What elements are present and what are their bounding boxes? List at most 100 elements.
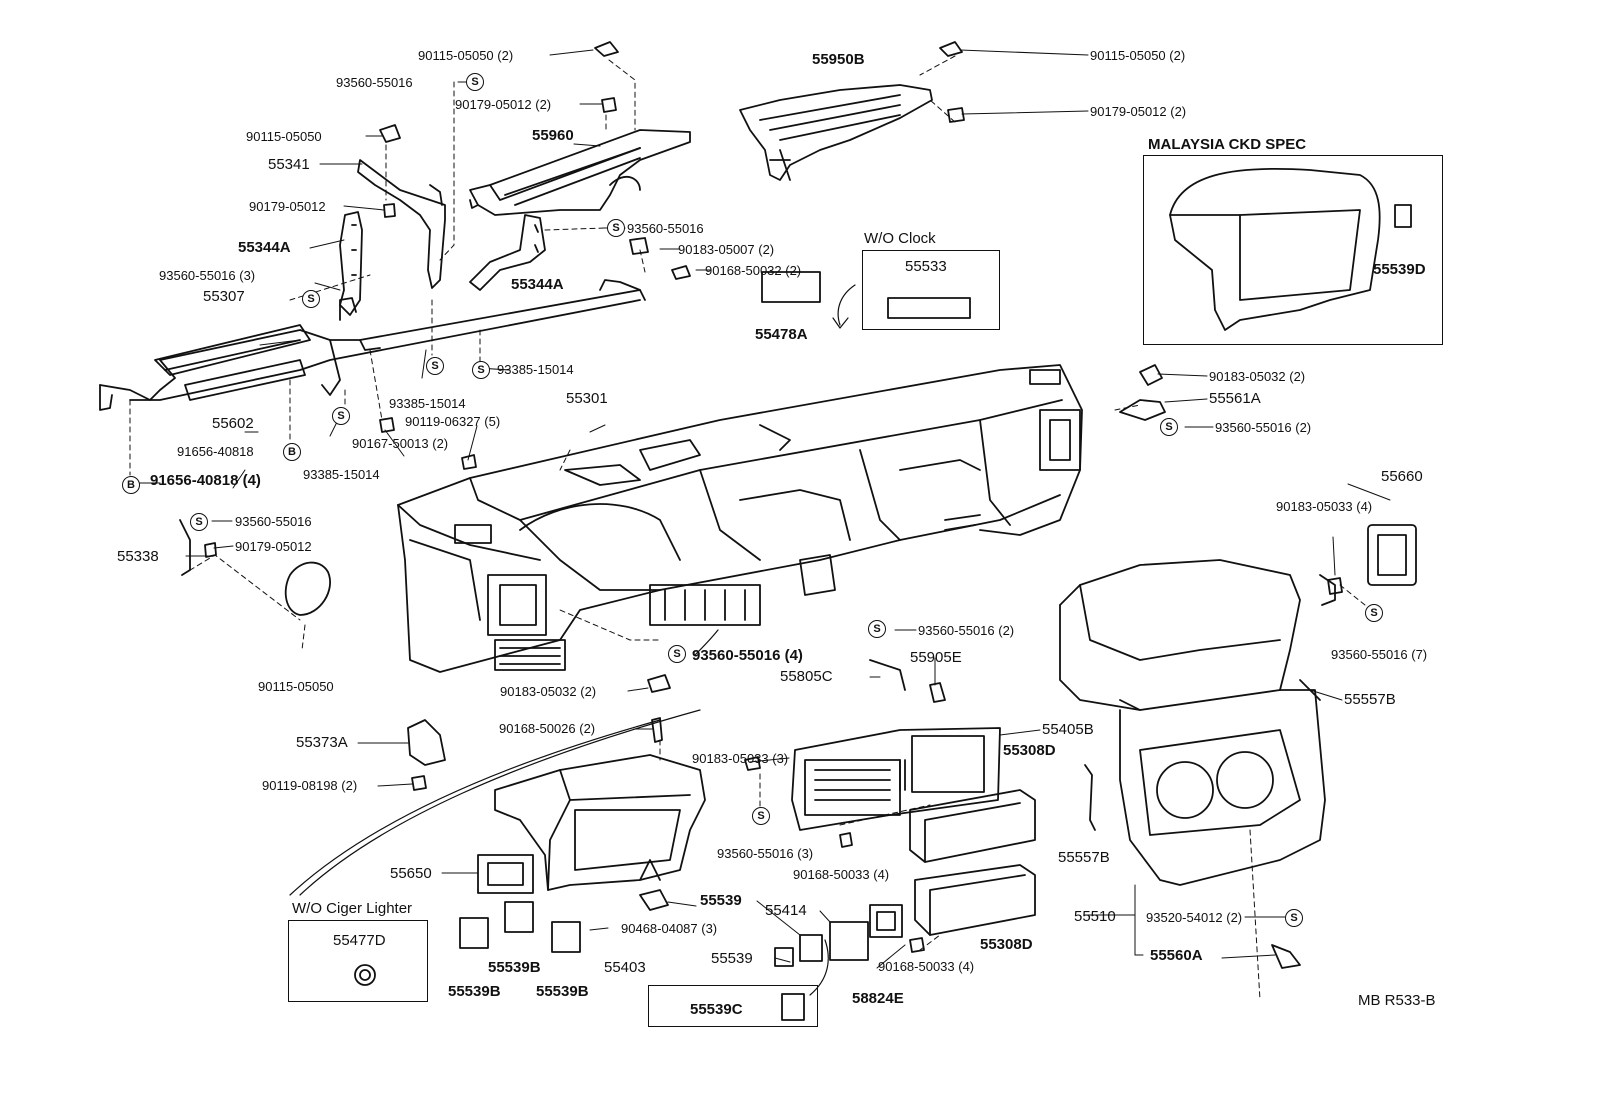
part-label: 90468-04087 (3) — [621, 921, 718, 936]
symbol-s: S — [607, 219, 625, 237]
symbol-s: S — [668, 645, 686, 663]
part-label: 55561A — [1209, 390, 1261, 407]
part-55539c-box — [648, 985, 818, 1027]
part-label: 90115-05050 (2) — [418, 48, 514, 63]
part-label: 90179-05012 (2) — [455, 97, 552, 112]
part-label: 90168-50032 (2) — [705, 263, 802, 278]
part-label: 55557B — [1058, 849, 1110, 866]
part-label: 55301 — [566, 390, 608, 407]
part-label: 90115-05050 (2) — [1090, 48, 1186, 63]
part-label: 55341 — [268, 156, 310, 173]
part-label: 55560A — [1150, 947, 1203, 964]
brackets — [339, 159, 1166, 421]
part-label: 55960 — [532, 127, 574, 144]
diagram-reference-code: MB R533-B — [1358, 992, 1436, 1009]
duct-55950b — [739, 84, 933, 181]
part-label: 90183-05032 (2) — [500, 684, 597, 699]
part-label: 55539B — [536, 983, 589, 1000]
part-label: 90119-08198 (2) — [262, 778, 358, 793]
part-label: 55539B — [448, 983, 501, 1000]
duct-55960 — [469, 129, 691, 216]
part-label: 55805C — [780, 668, 833, 685]
part-label: 55557B — [1344, 691, 1396, 708]
part-label: 55307 — [203, 288, 245, 305]
tray-55308d-lower — [914, 864, 1036, 936]
leader-lines — [123, 49, 1391, 969]
part-label: 55477D — [333, 932, 386, 949]
part-label: 93560-55016 — [336, 75, 413, 90]
symbol-s: S — [190, 513, 208, 531]
part-label: 93560-55016 (3) — [159, 268, 256, 283]
part-label: 93560-55016 (2) — [918, 623, 1015, 638]
part-label: 55308D — [1003, 742, 1056, 759]
small-parts — [179, 41, 1417, 1021]
part-label: 93560-55016 — [627, 221, 704, 236]
part-label: 90179-05012 (2) — [1090, 104, 1187, 119]
part-label: 55539B — [488, 959, 541, 976]
cluster-hood-55403 — [494, 754, 706, 891]
symbol-s: S — [1365, 604, 1383, 622]
part-label: 55539 — [700, 892, 742, 909]
part-label: 55533 — [905, 258, 947, 275]
part-label: 91656-40818 — [177, 444, 254, 459]
part-label: 55344A — [238, 239, 291, 256]
symbol-b: B — [122, 476, 140, 494]
part-label: 55660 — [1381, 468, 1423, 485]
part-label: 90119-06327 (5) — [405, 414, 501, 429]
part-label: 58824E — [852, 990, 904, 1007]
part-label: 90167-50013 (2) — [352, 436, 449, 451]
symbol-s: S — [332, 407, 350, 425]
part-label: 55308D — [980, 936, 1033, 953]
part-label: 90183-05032 (2) — [1209, 369, 1306, 384]
part-label: 55403 — [604, 959, 646, 976]
part-label: 93560-55016 (3) — [717, 846, 814, 861]
malaysia-cluster — [1169, 167, 1412, 331]
part-label: 55539C — [690, 1001, 743, 1018]
part-label: 90168-50033 (4) — [878, 959, 975, 974]
symbol-b: B — [283, 443, 301, 461]
part-label: 55344A — [511, 276, 564, 293]
symbol-s: S — [472, 361, 490, 379]
part-label: 55414 — [765, 902, 807, 919]
part-label: 90183-05033 (4) — [1276, 499, 1373, 514]
part-label: 91656-40818 (4) — [150, 472, 261, 489]
symbol-s: S — [1285, 909, 1303, 927]
part-label: 90168-50033 (4) — [793, 867, 890, 882]
symbol-s: S — [466, 73, 484, 91]
part-label: 93560-55016 (2) — [1215, 420, 1312, 435]
part-label: 55950B — [812, 51, 865, 68]
part-label: 90183-05007 (2) — [678, 242, 775, 257]
instrument-panel-55301 — [397, 364, 1083, 673]
part-label: 90168-50026 (2) — [499, 721, 596, 736]
part-label: 55338 — [117, 548, 159, 565]
part-label: 90115-05050 — [246, 129, 322, 144]
heater-control-55405b — [791, 727, 1001, 831]
symbol-s: S — [1160, 418, 1178, 436]
symbol-s: S — [426, 357, 444, 375]
console-55510 — [1059, 559, 1326, 886]
part-label: 93520-54012 (2) — [1146, 910, 1243, 925]
part-label: 90183-05033 (3) — [692, 751, 789, 766]
tray-55308d-upper — [909, 789, 1036, 863]
symbol-s: S — [868, 620, 886, 638]
dashed-lines — [129, 55, 1366, 1001]
part-label: 55650 — [390, 865, 432, 882]
part-label: 93385-15014 — [389, 396, 466, 411]
part-label: 55510 — [1074, 908, 1116, 925]
part-label: 93560-55016 (7) — [1331, 647, 1428, 662]
part-label: 90179-05012 — [249, 199, 326, 214]
part-label: 55373A — [296, 734, 348, 751]
symbol-s: S — [752, 807, 770, 825]
part-label: 93560-55016 (4) — [692, 647, 803, 664]
part-label: 55539D — [1373, 261, 1426, 278]
wo-ciger-lighter-title: W/O Ciger Lighter — [292, 900, 413, 917]
part-label: 55478A — [755, 326, 808, 343]
part-label: 55539 — [711, 950, 753, 967]
part-label: 90179-05012 — [235, 539, 312, 554]
wo-clock-box — [862, 250, 1000, 330]
malaysia-ckd-spec-title: MALAYSIA CKD SPEC — [1148, 136, 1307, 153]
part-label: 55602 — [212, 415, 254, 432]
part-label: 55905E — [910, 649, 962, 666]
